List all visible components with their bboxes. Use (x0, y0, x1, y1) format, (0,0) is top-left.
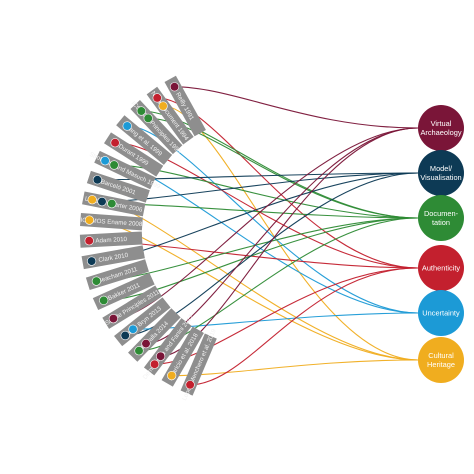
link-mv (97, 172, 419, 181)
source-dot-au (150, 359, 160, 369)
source-dot-va (169, 82, 180, 92)
source-adam-2010[interactable]: Adam 2010 (79, 231, 143, 248)
theme-circle (418, 337, 464, 383)
source-dot-un (122, 121, 132, 131)
theme-circle (418, 245, 464, 291)
theme-label: Model/ (430, 164, 453, 173)
source-dot-un (128, 324, 138, 334)
source-dot-ch (87, 195, 97, 205)
theme-circle (418, 195, 464, 241)
theme-un[interactable]: Uncertainty (418, 290, 464, 336)
source-box (180, 333, 217, 396)
theme-label: Virtual (431, 119, 452, 128)
theme-mv[interactable]: Model/Visualisation (418, 150, 464, 196)
theme-label: Documen- (424, 209, 459, 218)
link-au (190, 267, 419, 386)
source-dot-au (152, 93, 162, 103)
theme-circles: VirtualArchaeologyModel/VisualisationDoc… (418, 105, 464, 383)
source-box (79, 231, 143, 248)
source-dot-mv (97, 197, 107, 207)
source-box (85, 259, 149, 291)
source-box (80, 213, 143, 231)
link-ch (171, 359, 419, 377)
link-va (174, 86, 419, 129)
source-dot-doc (109, 160, 119, 170)
source-dot-va (141, 339, 151, 349)
source-clark-2010[interactable]: Clark 2010 (81, 245, 145, 270)
source-dot-mv (92, 175, 102, 185)
source-dot-doc (134, 346, 144, 356)
source-dot-ch (158, 101, 168, 111)
link-doc (103, 217, 419, 301)
source-dot-va (108, 314, 118, 324)
source-dot-va (156, 351, 166, 361)
source-dot-au (185, 380, 195, 390)
source-dot-mv (120, 330, 130, 341)
source-box (81, 245, 145, 270)
source-dot-doc (99, 295, 109, 306)
source-dot-doc (91, 276, 101, 286)
source-box (86, 170, 150, 203)
source-dot-mv (86, 256, 97, 266)
link-mv (101, 172, 419, 203)
link-mv (125, 172, 419, 337)
theme-circle (418, 105, 464, 151)
link-au (115, 142, 419, 269)
theme-label: Authenticity (422, 264, 461, 273)
theme-label: Uncertainty (422, 309, 460, 318)
theme-label: Visualisation (420, 173, 461, 182)
source-dots (84, 82, 195, 390)
link-va (145, 127, 419, 345)
theme-circle (418, 150, 464, 196)
source-dot-ch (167, 371, 177, 381)
source-label: Adam 2010 (95, 236, 128, 245)
source-icomos-ename-2008[interactable]: ICOMOS Ename 2008 (80, 213, 143, 231)
source-dot-ch (84, 215, 94, 225)
theme-label: Archaeology (420, 128, 461, 137)
theme-label: Cultural (428, 351, 454, 360)
source-dot-un (100, 156, 110, 166)
link-va (160, 127, 419, 357)
theme-doc[interactable]: Documen-tation (418, 195, 464, 241)
theme-label: tation (432, 218, 450, 227)
link-doc (114, 164, 419, 219)
theme-circle (418, 290, 464, 336)
source-dot-doc (107, 199, 117, 209)
source-dot-au (84, 236, 94, 246)
source-label: ICOMOS Ename 2008 (80, 217, 143, 228)
source-dot-doc (136, 106, 146, 116)
theme-label: Heritage (427, 360, 455, 369)
theme-au[interactable]: Authenticity (418, 245, 464, 291)
source-dot-doc (143, 113, 153, 123)
source-dot-au (110, 138, 120, 148)
link-un (127, 125, 419, 314)
